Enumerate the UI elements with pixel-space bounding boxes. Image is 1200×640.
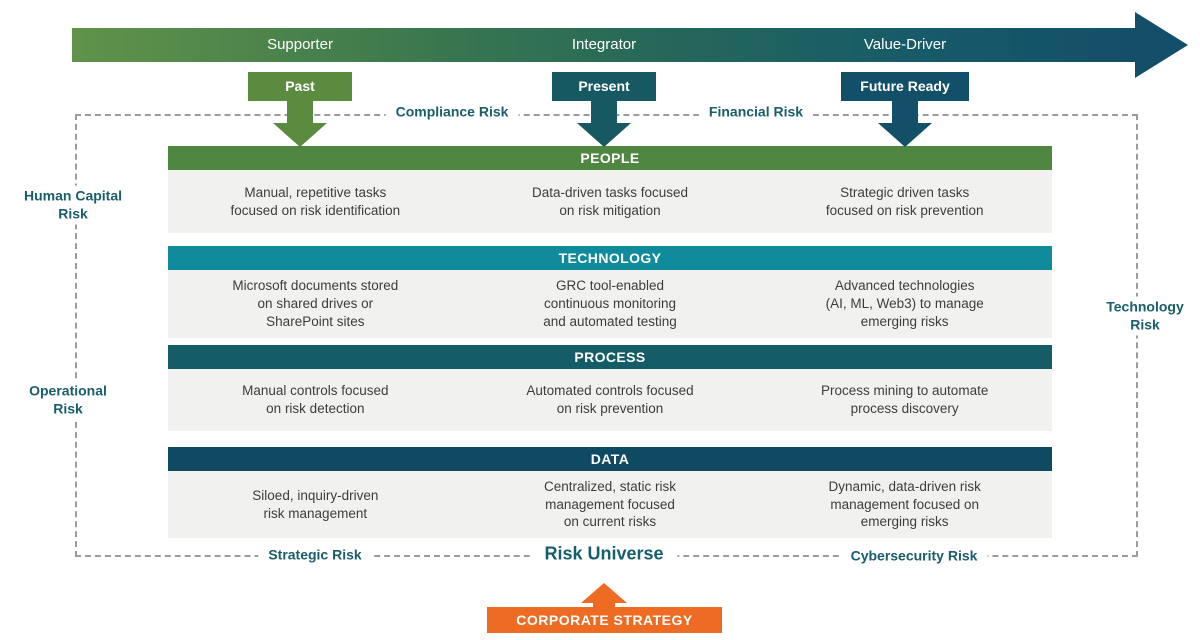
down-arrow-future-icon: [892, 101, 918, 123]
maturity-arrow-bar: [72, 28, 1135, 62]
people-cell-present: Data-driven tasks focused on risk mitiga…: [531, 184, 689, 218]
technology-cell-past: Microsoft documents stored on shared dri…: [232, 278, 399, 329]
risk-label-human-capital: Human Capital Risk: [13, 185, 133, 225]
row-technology-body: Microsoft documents stored on shared dri…: [168, 270, 1052, 338]
stage-label-value-driver: Value-Driver: [863, 36, 947, 53]
row-people-body: Manual, repetitive tasks focused on risk…: [168, 170, 1052, 233]
data-cell-present: Centralized, static risk management focu…: [543, 478, 677, 530]
down-arrowhead-present-icon: [577, 123, 631, 147]
row-technology: TECHNOLOGY Microsoft documents stored on…: [168, 246, 1052, 338]
people-cell-past: Manual, repetitive tasks focused on risk…: [230, 184, 401, 218]
risk-label-cybersecurity: Cybersecurity Risk: [840, 545, 988, 567]
process-cell-present: Automated controls focused on risk preve…: [526, 383, 694, 416]
badge-future-ready: Future Ready: [841, 72, 969, 101]
risk-label-strategic: Strategic Risk: [258, 544, 372, 566]
row-process-body: Manual controls focused on risk detectio…: [168, 369, 1052, 431]
data-cell-past: Siloed, inquiry-driven risk management: [252, 487, 379, 521]
row-process: PROCESS Manual controls focused on risk …: [168, 345, 1052, 431]
up-arrow-corporate-strategy-icon: [593, 602, 615, 609]
row-data-body: Siloed, inquiry-driven risk management C…: [168, 471, 1052, 538]
process-cell-past: Manual controls focused on risk detectio…: [242, 383, 389, 416]
row-people: PEOPLE Manual, repetitive tasks focused …: [168, 146, 1052, 233]
technology-cell-present: GRC tool-enabled continuous monitoring a…: [543, 278, 677, 329]
maturity-arrow-head-icon: [1135, 12, 1188, 78]
row-technology-header: TECHNOLOGY: [168, 246, 1052, 270]
technology-cell-future: Advanced technologies (AI, ML, Web3) to …: [825, 278, 984, 329]
down-arrow-present-icon: [591, 101, 617, 123]
data-cell-future: Dynamic, data-driven risk management foc…: [828, 478, 981, 530]
down-arrow-past-icon: [287, 101, 313, 123]
row-process-header: PROCESS: [168, 345, 1052, 369]
badge-past: Past: [248, 72, 352, 101]
stage-label-integrator: Integrator: [571, 36, 637, 53]
people-cell-future: Strategic driven tasks focused on risk p…: [825, 184, 984, 218]
row-data-header: DATA: [168, 447, 1052, 471]
row-people-header: PEOPLE: [168, 146, 1052, 170]
down-arrowhead-future-icon: [878, 123, 932, 147]
risk-label-operational: Operational Risk: [19, 380, 117, 420]
risk-label-financial: Financial Risk: [698, 101, 814, 123]
up-arrowhead-corporate-strategy-icon: [581, 583, 627, 603]
risk-label-technology: Technology Risk: [1096, 296, 1194, 336]
down-arrowhead-past-icon: [273, 123, 327, 147]
process-cell-future: Process mining to automate process disco…: [821, 383, 989, 416]
risk-universe-title: Risk Universe: [530, 541, 678, 567]
badge-present: Present: [552, 72, 656, 101]
corporate-strategy-badge: CORPORATE STRATEGY: [487, 607, 722, 633]
risk-label-compliance: Compliance Risk: [385, 101, 519, 123]
stage-label-supporter: Supporter: [267, 36, 333, 53]
row-data: DATA Siloed, inquiry-driven risk managem…: [168, 447, 1052, 538]
